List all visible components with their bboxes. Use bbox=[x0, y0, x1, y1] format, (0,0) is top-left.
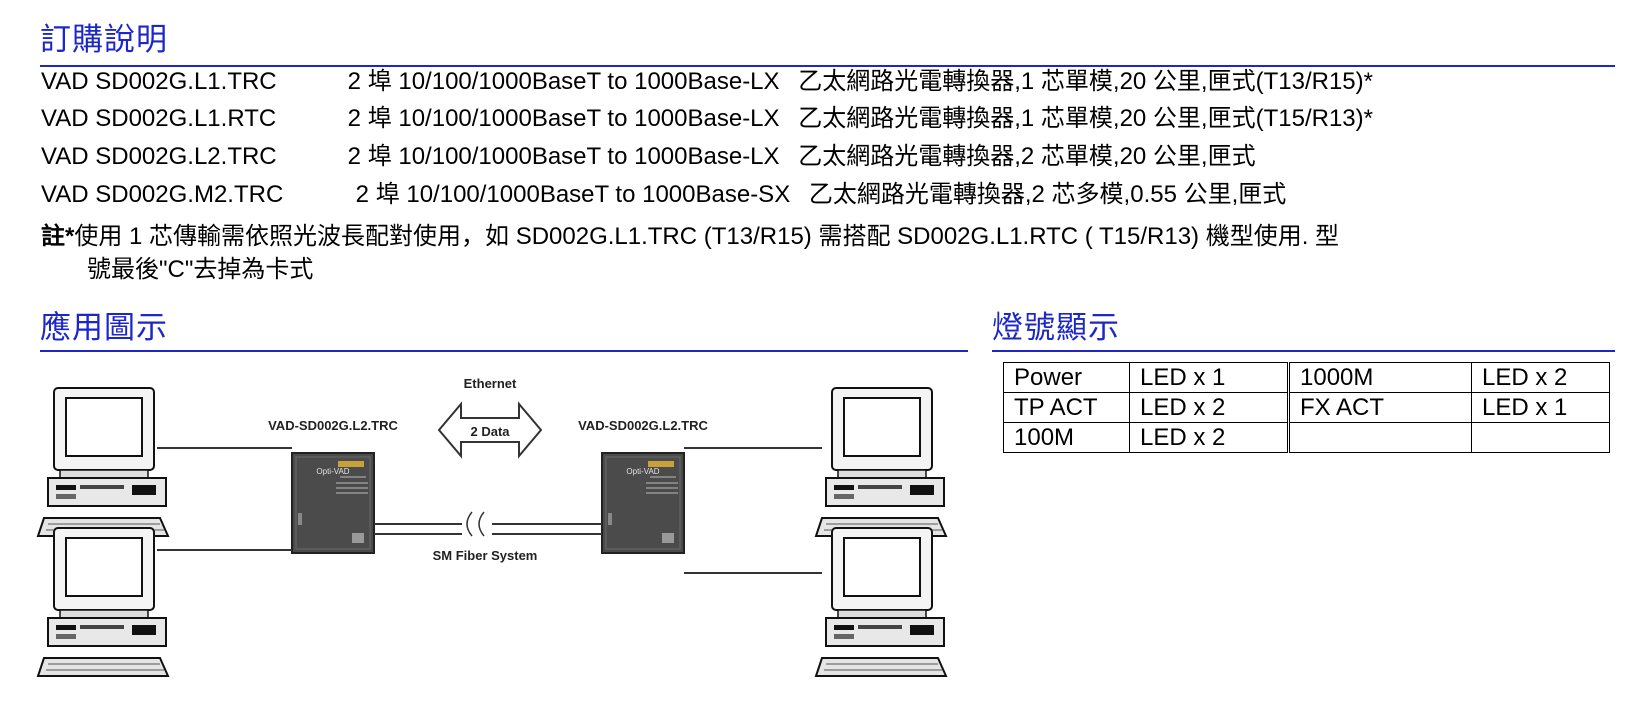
led-cell: LED x 2 bbox=[1129, 422, 1289, 453]
led-section-title: 燈號顯示 bbox=[992, 310, 1120, 346]
order-line: VAD SD002G.M2.TRC 2 埠 10/100/1000BaseT t… bbox=[41, 180, 1286, 210]
order-line: VAD SD002G.L2.TRC 2 埠 10/100/1000BaseT t… bbox=[41, 142, 1256, 172]
order-line: VAD SD002G.L1.RTC 2 埠 10/100/1000BaseT t… bbox=[41, 104, 1373, 134]
computer-icon bbox=[37, 527, 169, 677]
order-model: VAD SD002G.M2.TRC bbox=[41, 181, 284, 208]
note-continuation: 號最後"C"去掉為卡式 bbox=[87, 256, 314, 283]
order-section-title: 訂購說明 bbox=[40, 22, 168, 58]
table-row: Power LED x 1 1000M LED x 2 bbox=[1003, 362, 1610, 393]
table-row: 100M LED x 2 bbox=[1003, 422, 1610, 453]
order-spec: 2 埠 10/100/1000BaseT to 1000Base-SX bbox=[355, 181, 791, 208]
led-cell: 100M bbox=[1003, 422, 1130, 453]
led-cell: TP ACT bbox=[1003, 392, 1130, 423]
diagram-svg: Ethernet 2 Data VAD-SD002G.L2.TRC VAD-SD… bbox=[37, 378, 947, 677]
order-model: VAD SD002G.L1.TRC bbox=[41, 68, 277, 95]
order-desc: 乙太網路光電轉換器,2 芯單模,20 公里,匣式 bbox=[798, 143, 1256, 170]
computer-icon bbox=[37, 387, 169, 537]
led-table: Power LED x 1 1000M LED x 2 TP ACT LED x… bbox=[1003, 362, 1610, 453]
order-line: VAD SD002G.L1.TRC 2 埠 10/100/1000BaseT t… bbox=[41, 67, 1373, 97]
break-mark-icon bbox=[466, 511, 485, 537]
device-logo-text: Opti-VAD bbox=[626, 467, 659, 476]
led-cell bbox=[1287, 422, 1472, 453]
computer-icon bbox=[815, 387, 947, 537]
left-device-label: VAD-SD002G.L2.TRC bbox=[268, 418, 398, 433]
order-spec: 2 埠 10/100/1000BaseT to 1000Base-LX bbox=[347, 68, 780, 95]
table-row: TP ACT LED x 2 FX ACT LED x 1 bbox=[1003, 392, 1610, 423]
order-spec: 2 埠 10/100/1000BaseT to 1000Base-LX bbox=[347, 143, 780, 170]
order-spec: 2 埠 10/100/1000BaseT to 1000Base-LX bbox=[347, 105, 780, 132]
note-mark: 註* bbox=[41, 223, 75, 250]
led-section-rule bbox=[992, 350, 1615, 352]
double-arrow-icon bbox=[437, 401, 543, 459]
application-section-title: 應用圖示 bbox=[40, 310, 168, 346]
led-cell: LED x 1 bbox=[1129, 362, 1289, 393]
order-model: VAD SD002G.L1.RTC bbox=[41, 105, 277, 132]
led-cell: Power bbox=[1003, 362, 1130, 393]
order-model: VAD SD002G.L2.TRC bbox=[41, 143, 277, 170]
computer-icon bbox=[815, 527, 947, 677]
ethernet-label: Ethernet bbox=[464, 378, 517, 391]
order-desc: 乙太網路光電轉換器,2 芯多模,0.55 公里,匣式 bbox=[808, 181, 1287, 208]
data-label: 2 Data bbox=[470, 424, 510, 439]
led-cell bbox=[1471, 422, 1610, 453]
order-section-rule bbox=[40, 65, 1615, 67]
led-cell: LED x 2 bbox=[1129, 392, 1289, 423]
order-desc: 乙太網路光電轉換器,1 芯單模,20 公里,匣式(T13/R15)* bbox=[798, 68, 1373, 95]
led-cell: LED x 1 bbox=[1471, 392, 1610, 423]
fiber-label: SM Fiber System bbox=[433, 548, 538, 563]
note-text: 使用 1 芯傳輸需依照光波長配對使用，如 SD002G.L1.TRC (T13/… bbox=[74, 223, 1340, 250]
order-desc: 乙太網路光電轉換器,1 芯單模,20 公里,匣式(T15/R13)* bbox=[798, 105, 1373, 132]
right-device-label: VAD-SD002G.L2.TRC bbox=[578, 418, 708, 433]
application-section-rule bbox=[40, 350, 968, 352]
led-cell: 1000M bbox=[1287, 362, 1472, 393]
led-cell: FX ACT bbox=[1287, 392, 1472, 423]
device-logo-text: Opti-VAD bbox=[316, 467, 349, 476]
order-note: 註*使用 1 芯傳輸需依照光波長配對使用，如 SD002G.L1.TRC (T1… bbox=[41, 220, 1581, 286]
led-cell: LED x 2 bbox=[1471, 362, 1610, 393]
application-diagram: Ethernet 2 Data VAD-SD002G.L2.TRC VAD-SD… bbox=[22, 378, 992, 688]
